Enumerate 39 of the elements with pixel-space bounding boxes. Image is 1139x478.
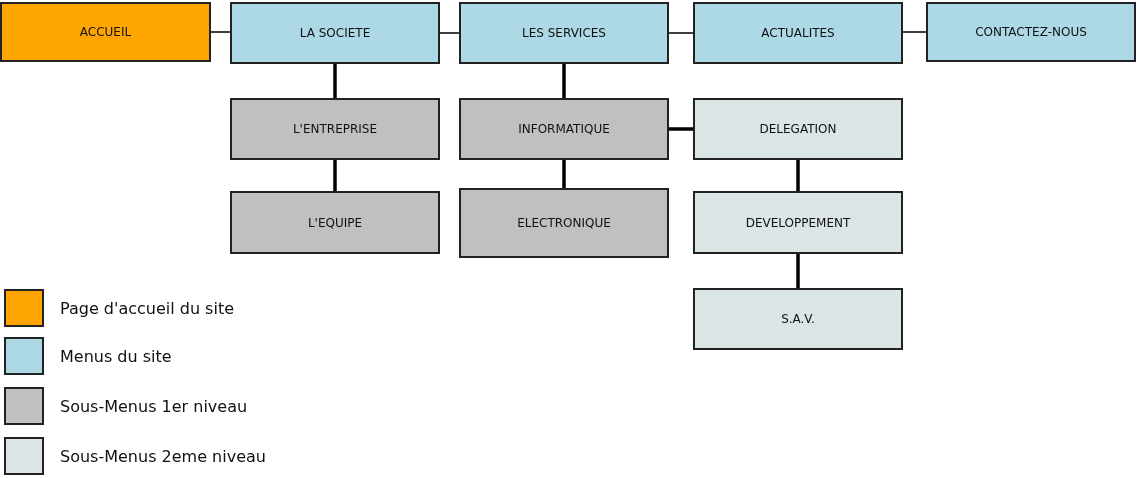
menu-box (693, 288, 903, 350)
connector-line (668, 32, 694, 34)
menu-box (693, 2, 903, 64)
legend-label: Sous-Menus 2eme niveau (60, 446, 266, 466)
menu-box (459, 188, 669, 258)
menu-box (693, 98, 903, 160)
connector-line (796, 254, 800, 288)
connector-line (333, 64, 337, 98)
menu-label: DELEGATION (758, 122, 838, 136)
menu-box (0, 2, 211, 62)
legend-label: Sous-Menus 1er niveau (60, 396, 248, 416)
legend-label: Menus du site (60, 346, 172, 366)
menu-box (459, 2, 669, 64)
connector-line (796, 160, 800, 191)
menu-label: L'ENTREPRISE (291, 122, 379, 136)
connector-line (562, 160, 566, 188)
menu-label: LES SERVICES (521, 26, 607, 40)
menu-label: ACTUALITES (760, 26, 836, 40)
menu-box (230, 98, 440, 160)
menu-label: S.A.V. (780, 312, 816, 326)
connector-line (333, 160, 337, 191)
menu-label: ACCUEIL (78, 25, 133, 39)
menu-box (230, 2, 440, 64)
menu-label: ELECTRONIQUE (516, 216, 612, 230)
connector-line (439, 32, 460, 34)
menu-label: LA SOCIETE (298, 26, 372, 40)
menu-box (230, 191, 440, 254)
menu-label: CONTACTEZ-NOUS (974, 25, 1088, 39)
menu-label: L'EQUIPE (306, 215, 364, 230)
connector-line (902, 31, 927, 33)
legend-label: Page d'accueil du site (60, 298, 234, 318)
connector-line (210, 31, 231, 33)
connector-line (669, 127, 693, 131)
menu-box (926, 2, 1136, 62)
connector-line (562, 64, 566, 98)
menu-box (693, 191, 903, 254)
menu-label: INFORMATIQUE (517, 122, 611, 136)
menu-label: DEVELOPPEMENT (744, 215, 852, 230)
menu-box (459, 98, 669, 160)
